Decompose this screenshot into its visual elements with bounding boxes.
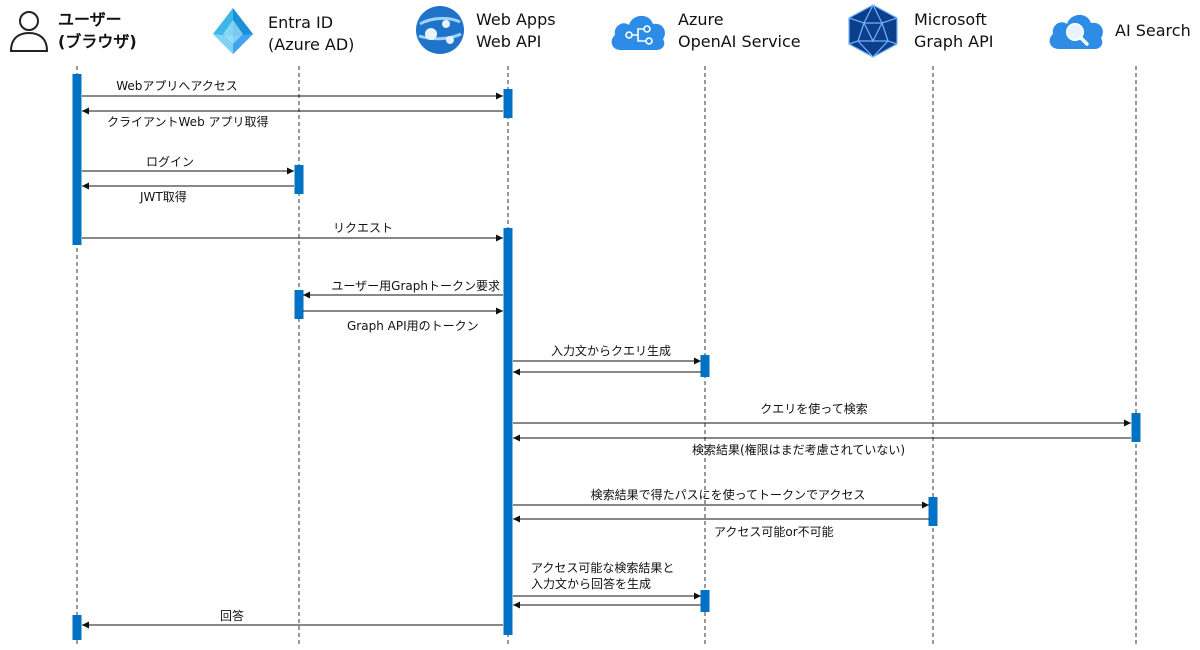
message-label: 検索結果で得たパスにを使ってトークンでアクセス xyxy=(591,487,866,502)
message-label: JWT取得 xyxy=(139,189,187,204)
activation-openai xyxy=(700,590,710,612)
graph-api-icon xyxy=(848,4,898,58)
participant-title-user: ユーザー(ブラウザ) xyxy=(58,10,137,51)
entra-id-icon xyxy=(213,8,253,54)
activation-user xyxy=(72,74,82,245)
activation-search xyxy=(1131,413,1141,442)
message-label: アクセス可能な検索結果と入力文から回答を生成 xyxy=(531,561,674,591)
activation-openai xyxy=(700,355,710,377)
message-label: 検索結果(権限はまだ考慮されていない) xyxy=(692,442,905,457)
web-apps-icon xyxy=(416,6,464,54)
message-label: ログイン xyxy=(146,155,194,169)
participant-title-search: AI Search xyxy=(1115,21,1191,40)
message-label: Graph API用のトークン xyxy=(347,319,479,333)
message-label: Webアプリへアクセス xyxy=(116,79,238,93)
activation-entra xyxy=(294,165,304,194)
message-label: クエリを使って検索 xyxy=(760,401,867,416)
participant-title-entra: Entra ID(Azure AD) xyxy=(268,13,355,54)
azure-openai-icon xyxy=(611,15,665,51)
message-label: 入力文からクエリ生成 xyxy=(551,343,671,358)
user-icon xyxy=(9,11,49,52)
activation-bars xyxy=(72,74,1141,640)
message-label: 回答 xyxy=(220,608,244,623)
message-label: クライアントWeb アプリ取得 xyxy=(107,114,269,129)
activation-entra xyxy=(294,290,304,319)
message-label: ユーザー用Graphトークン要求 xyxy=(331,279,500,293)
ai-search-icon xyxy=(1049,14,1103,50)
activation-user xyxy=(72,615,82,640)
activation-graph xyxy=(928,497,938,526)
activation-webapps xyxy=(503,228,513,635)
message-label: リクエスト xyxy=(333,221,393,235)
message-label: アクセス可能or不可能 xyxy=(714,525,834,539)
activation-webapps xyxy=(503,89,513,118)
